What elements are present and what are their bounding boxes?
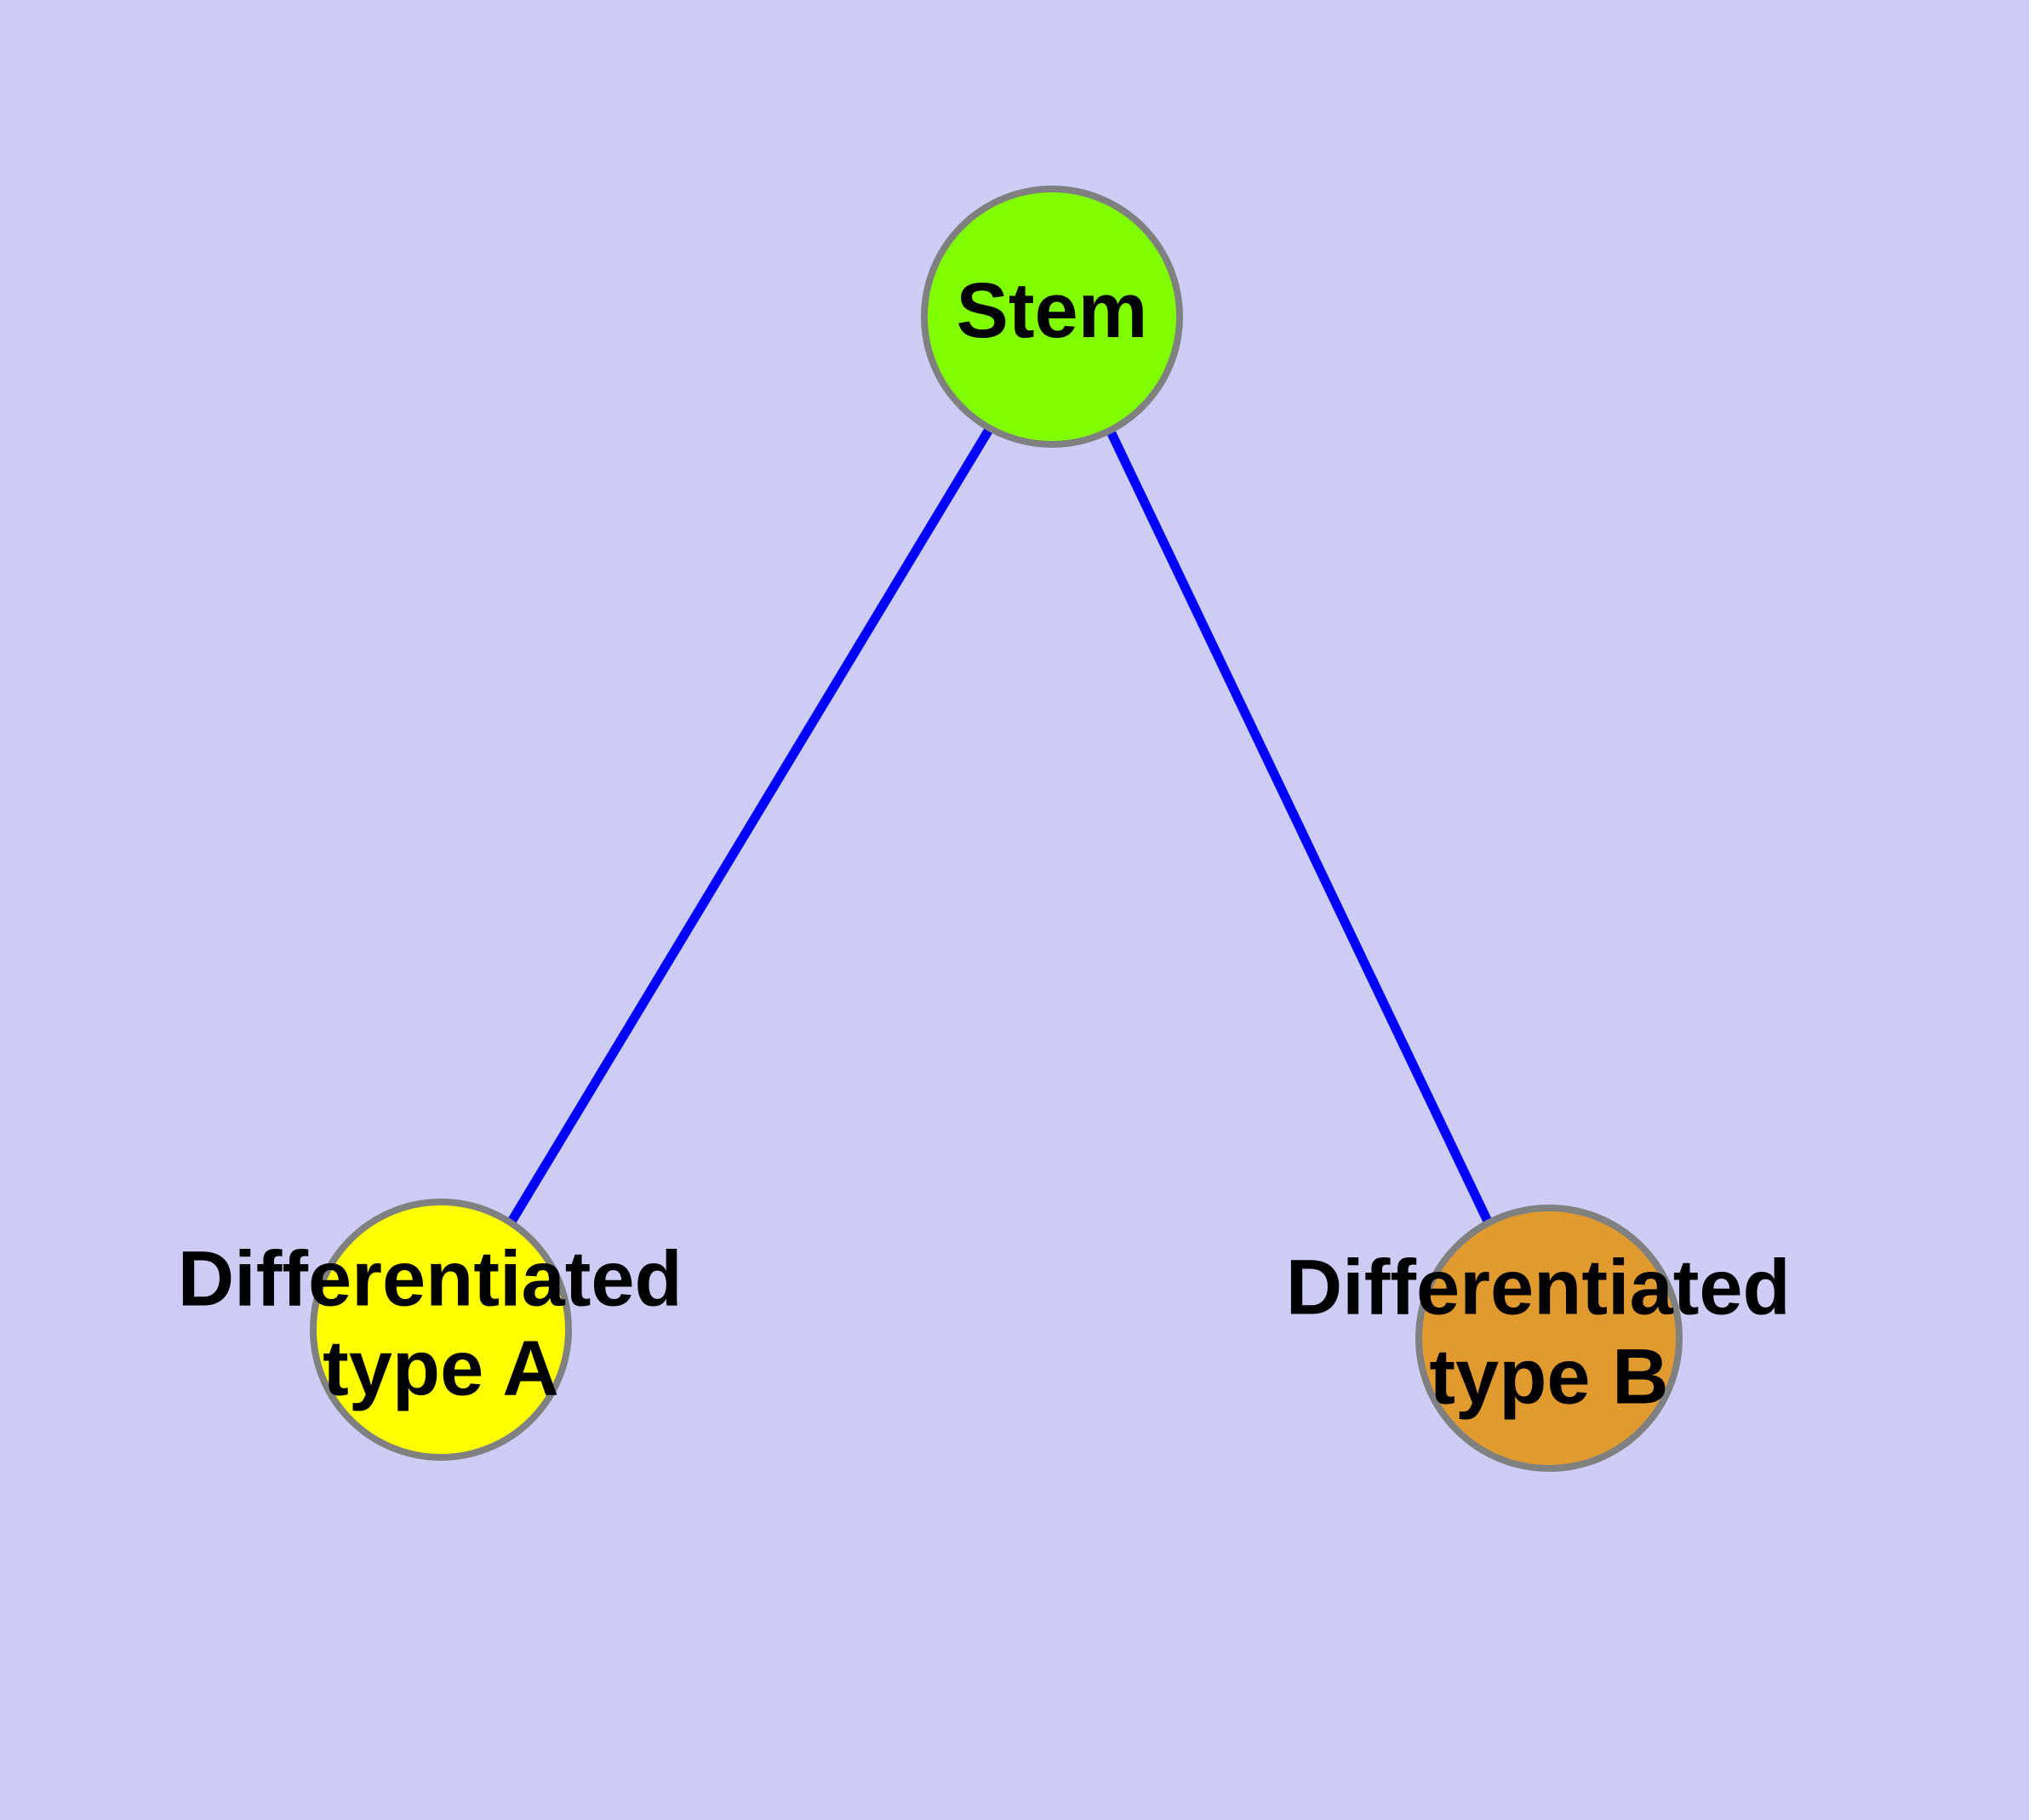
- node-stem-label: Stem: [957, 267, 1148, 354]
- node-differentiated-type-a-label: Differentiated type A: [178, 1236, 705, 1412]
- edges-layer: [507, 426, 1495, 1229]
- node-differentiated-type-b-label: Differentiated type B: [1286, 1245, 1813, 1421]
- node-differentiated-type-a-circle[interactable]: [310, 1199, 572, 1461]
- edge-stem-to-differentiated-type-b[interactable]: [1107, 431, 1495, 1229]
- node-differentiated-type-b-circle[interactable]: [1415, 1205, 1683, 1472]
- edge-stem-to-differentiated-type-a[interactable]: [507, 426, 994, 1224]
- node-stem-circle[interactable]: [921, 186, 1183, 448]
- node-differentiated-type-a[interactable]: Differentiated type A: [178, 1199, 705, 1461]
- node-differentiated-type-b[interactable]: Differentiated type B: [1286, 1205, 1813, 1472]
- nodes-layer: Stem Differentiated type A Differentiate…: [178, 186, 1813, 1472]
- node-stem[interactable]: Stem: [921, 186, 1183, 448]
